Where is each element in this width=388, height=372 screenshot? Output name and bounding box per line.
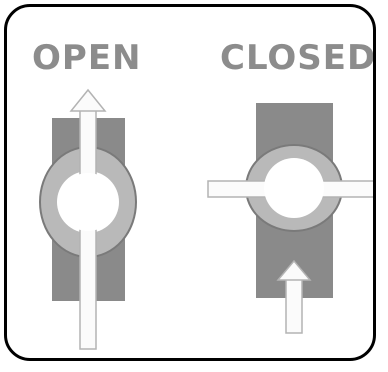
diagram-frame: OPEN CLOSED <box>4 4 376 361</box>
open-label: OPEN <box>32 38 142 78</box>
open-valve-disc-center <box>59 173 117 231</box>
closed-valve <box>207 103 373 334</box>
valve-diagram <box>39 88 373 350</box>
closed-flow-shaft <box>285 276 303 334</box>
closed-label: CLOSED <box>220 38 376 78</box>
open-flow-arrowhead <box>69 88 107 112</box>
open-valve <box>39 88 137 350</box>
closed-flow-arrowhead <box>276 259 312 281</box>
closed-valve-disc <box>264 158 324 218</box>
